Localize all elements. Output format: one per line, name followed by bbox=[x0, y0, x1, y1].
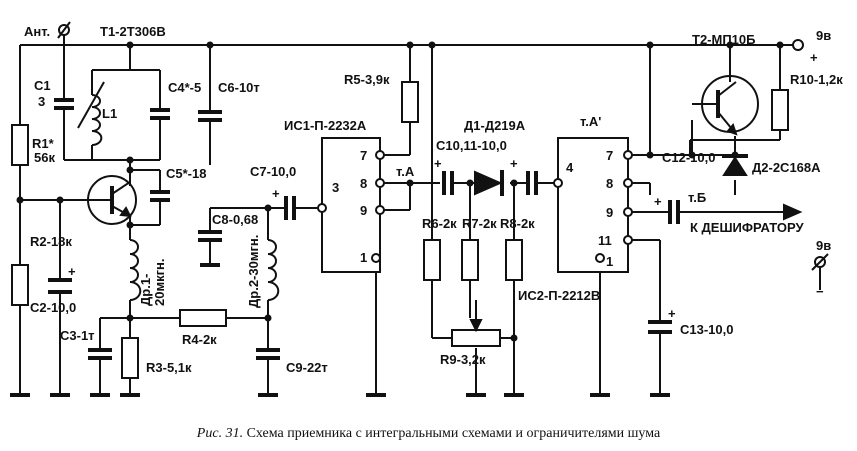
label-r4: R4-2к bbox=[182, 332, 217, 347]
label-l1: L1 bbox=[102, 106, 117, 121]
label-c4: C4*-5 bbox=[168, 80, 201, 95]
label-t1: T1-2T306B bbox=[100, 24, 166, 39]
inductors bbox=[77, 81, 280, 301]
label-ic2-p7: 7 bbox=[606, 148, 613, 163]
label-ic2-p1: 1 bbox=[606, 254, 613, 269]
inductor-dr1 bbox=[129, 239, 142, 301]
label-r1-name: R1* bbox=[32, 136, 55, 151]
label-c7-plus: + bbox=[272, 186, 280, 201]
label-ta: т.А bbox=[396, 164, 415, 179]
inductor-l1 bbox=[91, 94, 103, 146]
plus-9v-terminal bbox=[792, 39, 804, 51]
label-ic2-p11: 11 bbox=[598, 233, 612, 248]
label-r10: R10-1,2к bbox=[790, 72, 843, 87]
label-ant: Ант. bbox=[24, 24, 50, 39]
zener-d2 bbox=[722, 156, 748, 176]
label-c3: C3-1т bbox=[60, 328, 95, 343]
label-v9-minus: − bbox=[816, 284, 824, 299]
label-dr1-b: 20мкгн. bbox=[152, 259, 167, 306]
label-ic2-p4: 4 bbox=[566, 160, 574, 175]
resistor-r8 bbox=[505, 239, 523, 281]
ground-bars bbox=[10, 263, 670, 397]
resistor-r4 bbox=[179, 309, 227, 327]
label-c13-plus: + bbox=[668, 306, 676, 321]
label-dr2: Др.2-30мгн. bbox=[246, 235, 261, 308]
resistor-r9 bbox=[451, 329, 501, 347]
label-r2: R2-18к bbox=[30, 234, 72, 249]
resistor-r7 bbox=[461, 239, 479, 281]
label-v9-bot: 9в bbox=[816, 238, 831, 253]
label-ic1: ИС1-П-2232А bbox=[284, 118, 367, 133]
resistor-r6 bbox=[423, 239, 441, 281]
ic1-box bbox=[321, 137, 381, 273]
label-c10: C10,11-10,0 bbox=[436, 138, 507, 153]
resistor-r2 bbox=[11, 264, 29, 306]
label-c7: C7-10,0 bbox=[250, 164, 296, 179]
label-d1: Д1-Д219А bbox=[464, 118, 526, 133]
label-ic1-p9: 9 bbox=[360, 203, 367, 218]
label-r1-val: 56к bbox=[34, 150, 55, 165]
label-ic1-p7: 7 bbox=[360, 148, 367, 163]
receiver-schematic: Ант. T1-2T306B T2-МП10Б 9в + C1 3 L1 C4*… bbox=[10, 21, 843, 397]
inductor-dr2 bbox=[267, 239, 280, 301]
label-r5: R5-3,9к bbox=[344, 72, 390, 87]
transistor-t2 bbox=[692, 75, 759, 136]
label-ic2: ИС2-П-2212В bbox=[518, 288, 600, 303]
label-dr1-a: Др.1- bbox=[138, 274, 153, 306]
diodes bbox=[474, 154, 748, 196]
label-c8: C8-0,68 bbox=[212, 212, 258, 227]
label-c1-name: C1 bbox=[34, 78, 51, 93]
label-tb: т.Б bbox=[688, 190, 706, 205]
caption-figure-number: Рис. 31. bbox=[196, 426, 244, 441]
label-ic2-p9: 9 bbox=[606, 205, 613, 220]
label-c1-val: 3 bbox=[38, 94, 45, 109]
label-ic1-p1: 1 bbox=[360, 250, 367, 265]
figure-caption: Рис. 31. Схема приемника с интегральными… bbox=[0, 426, 857, 442]
resistor-r1 bbox=[11, 124, 29, 166]
components bbox=[11, 81, 789, 379]
label-c12-plus: + bbox=[654, 194, 662, 209]
label-ic2-ta: т.А' bbox=[580, 114, 601, 129]
decoder-arrow bbox=[783, 203, 803, 221]
label-c5: C5*-18 bbox=[166, 166, 206, 181]
label-c13: C13-10,0 bbox=[680, 322, 733, 337]
label-r8: R8-2к bbox=[500, 216, 535, 231]
label-c11-plus: + bbox=[510, 156, 518, 171]
label-c2-plus: + bbox=[68, 264, 76, 279]
resistor-r3 bbox=[121, 337, 139, 379]
label-d2: Д2-2C168А bbox=[752, 160, 821, 175]
arrows bbox=[469, 203, 803, 333]
label-v9-plus: + bbox=[810, 50, 818, 65]
label-ic1-p3: 3 bbox=[332, 180, 339, 195]
resistor-r5 bbox=[401, 81, 419, 123]
label-ic1-p8: 8 bbox=[360, 176, 367, 191]
label-c2: C2-10,0 bbox=[30, 300, 76, 315]
transistor-t1 bbox=[87, 175, 137, 225]
label-ic2-p8: 8 bbox=[606, 176, 613, 191]
label-c9: C9-22т bbox=[286, 360, 328, 375]
label-r7: R7-2к bbox=[462, 216, 497, 231]
label-decoder: К ДЕШИФРАТОРУ bbox=[690, 220, 804, 235]
terminals bbox=[57, 21, 829, 271]
label-v9-top: 9в bbox=[816, 28, 831, 43]
ic2-box bbox=[557, 137, 629, 273]
label-c6: C6-10т bbox=[218, 80, 260, 95]
label-r9: R9-3,2к bbox=[440, 352, 486, 367]
resistor-r10 bbox=[771, 89, 789, 131]
caption-text: Схема приемника с интегральными схемами … bbox=[246, 426, 661, 441]
label-c10-plus: + bbox=[434, 156, 442, 171]
label-c12: C12-10,0 bbox=[662, 150, 715, 165]
junction-dots bbox=[16, 41, 784, 342]
diode-d1 bbox=[474, 170, 503, 196]
r9-wiper-arrow bbox=[469, 319, 483, 333]
label-r6: R6-2к bbox=[422, 216, 457, 231]
label-t2: T2-МП10Б bbox=[692, 32, 755, 47]
label-r3: R3-5,1к bbox=[146, 360, 192, 375]
capacitors bbox=[48, 98, 680, 360]
